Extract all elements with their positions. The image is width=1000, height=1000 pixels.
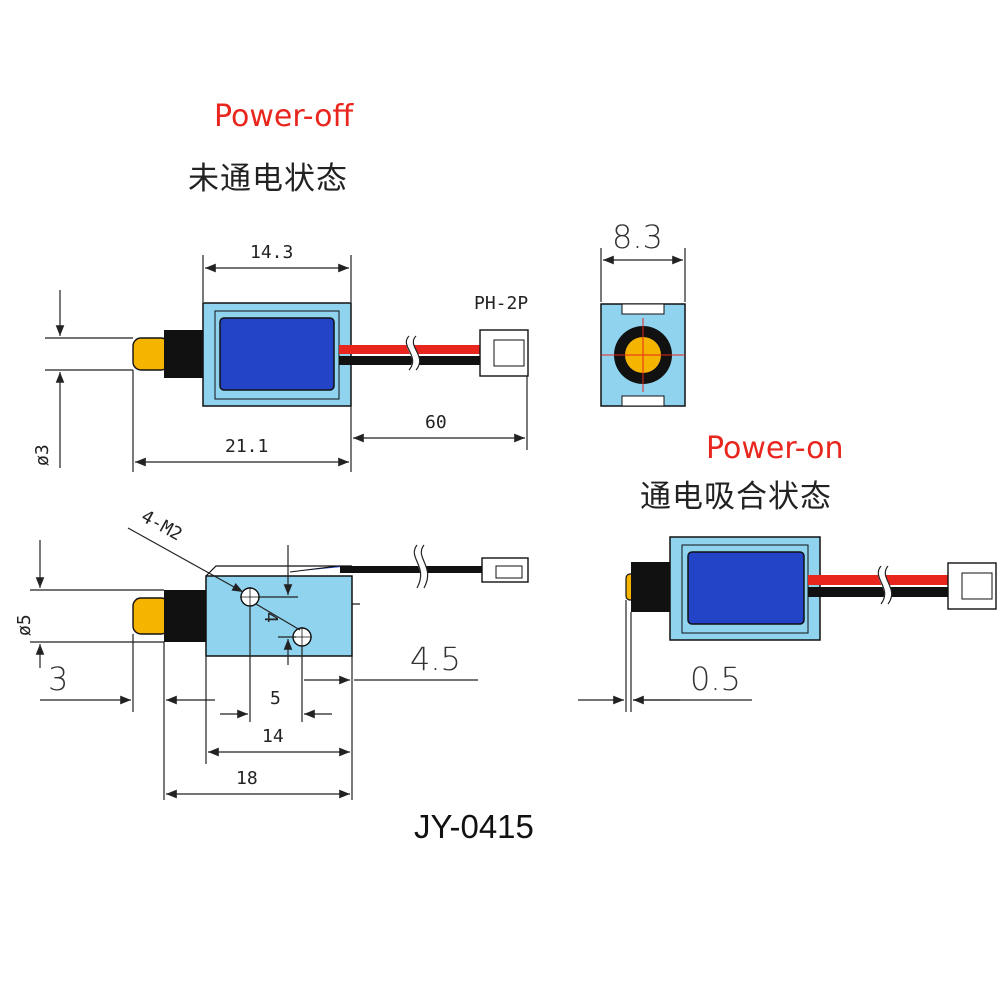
side-wire	[340, 566, 482, 573]
dim-hole-offset: 4.5	[410, 640, 461, 678]
dim-end-width: 8.3	[612, 218, 663, 256]
power-on-subtitle: 通电吸合状态	[640, 479, 832, 515]
plunger	[132, 337, 170, 371]
power-on-dimensions: 0.5	[578, 600, 752, 712]
bushing	[164, 330, 206, 378]
dim-plunger-len: 3	[48, 660, 68, 698]
dim-body-length: 14.3	[250, 242, 293, 263]
end-view-dimensions: 8.3	[600, 218, 686, 302]
side-plunger	[132, 597, 170, 635]
dim-stroke: 0.5	[690, 660, 741, 698]
on-wire-red	[808, 575, 950, 585]
end-view	[600, 303, 686, 407]
connector	[479, 329, 529, 377]
top-view-dimensions: 14.3 21.1 60 ø3 PH-2P	[32, 242, 528, 472]
wire-black	[339, 356, 481, 365]
dim-hole-vertical: 4	[260, 612, 281, 623]
on-wire-black	[808, 587, 950, 597]
dim-hole-horizontal: 5	[270, 688, 281, 709]
dim-base-14: 14	[262, 726, 284, 747]
side-bushing	[164, 590, 206, 642]
coil	[219, 317, 335, 391]
power-off-title: Power-off	[214, 99, 355, 134]
dim-base-18: 18	[236, 768, 258, 789]
dim-total-length: 21.1	[225, 436, 268, 457]
side-view-solenoid	[132, 542, 529, 657]
power-off-subtitle: 未通电状态	[188, 161, 348, 197]
on-coil	[687, 551, 805, 625]
dim-plunger-dia: ø3	[32, 444, 53, 466]
power-on-title: Power-on	[706, 431, 844, 466]
on-connector	[947, 562, 997, 610]
side-view-dimensions: 4-M2 4 ø5 3 5 4.5 14	[14, 506, 478, 800]
dim-mount-thread: 4-M2	[138, 506, 186, 545]
on-bushing	[631, 562, 673, 612]
power-on-solenoid	[625, 536, 997, 641]
connector-label: PH-2P	[474, 293, 528, 314]
model-label: JY-0415	[414, 808, 534, 845]
dim-plunger-dia-side: ø5	[14, 614, 35, 636]
top-view-solenoid	[132, 302, 529, 407]
dim-wire-length: 60	[425, 412, 447, 433]
